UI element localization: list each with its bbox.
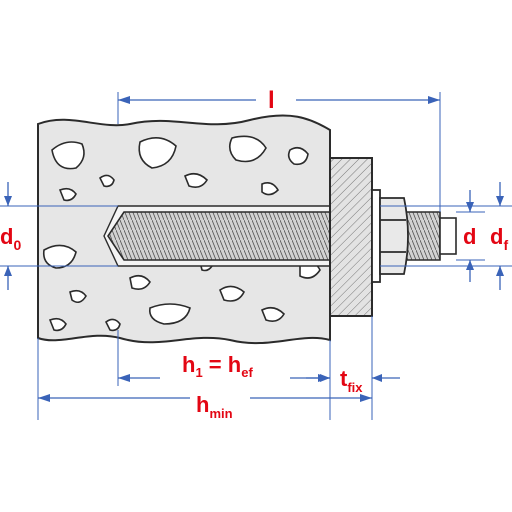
- dimension-hmin: [37, 338, 372, 420]
- label-hmin-main: h: [196, 392, 209, 417]
- label-hmin: hmin: [196, 392, 233, 421]
- label-h1-hef: h1 = hef: [182, 352, 253, 380]
- fixture-plate: [329, 157, 373, 317]
- label-df-sub: f: [503, 237, 508, 253]
- hex-nut: [379, 197, 409, 275]
- label-df-main: d: [490, 224, 503, 249]
- dimension-d: [456, 190, 485, 282]
- label-hef-main: h: [228, 352, 241, 377]
- label-d0-sub: 0: [13, 237, 21, 253]
- label-tfix-sub: fix: [347, 380, 363, 395]
- rod-end: [439, 217, 457, 255]
- label-hef-sub: ef: [241, 365, 253, 380]
- label-df: df: [490, 224, 508, 253]
- dimension-tfix: [306, 316, 400, 420]
- label-d0-main: d: [0, 224, 13, 249]
- concrete-aggregate: [42, 135, 321, 332]
- label-d0: d0: [0, 224, 21, 253]
- washer: [371, 189, 381, 283]
- dimension-l: [117, 92, 441, 212]
- label-d: d: [463, 224, 476, 249]
- dimension-df: [380, 182, 512, 290]
- label-h1-main: h: [182, 352, 195, 377]
- dimension-d0: [0, 182, 118, 290]
- label-tfix-main: t: [340, 366, 348, 391]
- label-l: l: [268, 87, 275, 114]
- label-tfix: tfix: [340, 366, 363, 395]
- label-equals: =: [203, 352, 228, 377]
- label-hmin-sub: min: [209, 406, 232, 421]
- label-h1-sub: 1: [195, 365, 202, 380]
